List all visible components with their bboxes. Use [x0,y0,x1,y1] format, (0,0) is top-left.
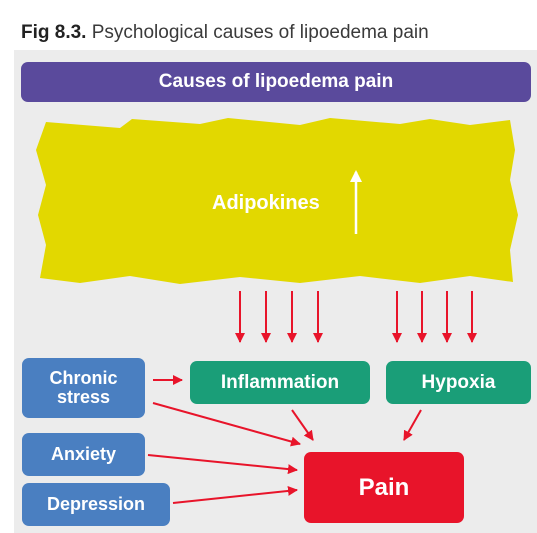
arrow-anxiety-pain [148,455,297,470]
arrow-hypoxia-pain [404,410,421,440]
pain-box: Pain [304,452,464,523]
chronic-stress-line1: Chronic [49,369,117,388]
arrow-stress-pain [153,403,300,444]
chronic-stress-box: Chronic stress [22,358,145,418]
anxiety-box: Anxiety [22,433,145,476]
chronic-stress-line2: stress [57,388,110,407]
arrow-depression-pain [173,490,297,503]
depression-box: Depression [22,483,170,526]
adipokines-label: Adipokines [212,192,320,215]
hypoxia-box: Hypoxia [386,361,531,404]
inflammation-box: Inflammation [190,361,370,404]
arrow-inflammation-pain [292,410,313,440]
